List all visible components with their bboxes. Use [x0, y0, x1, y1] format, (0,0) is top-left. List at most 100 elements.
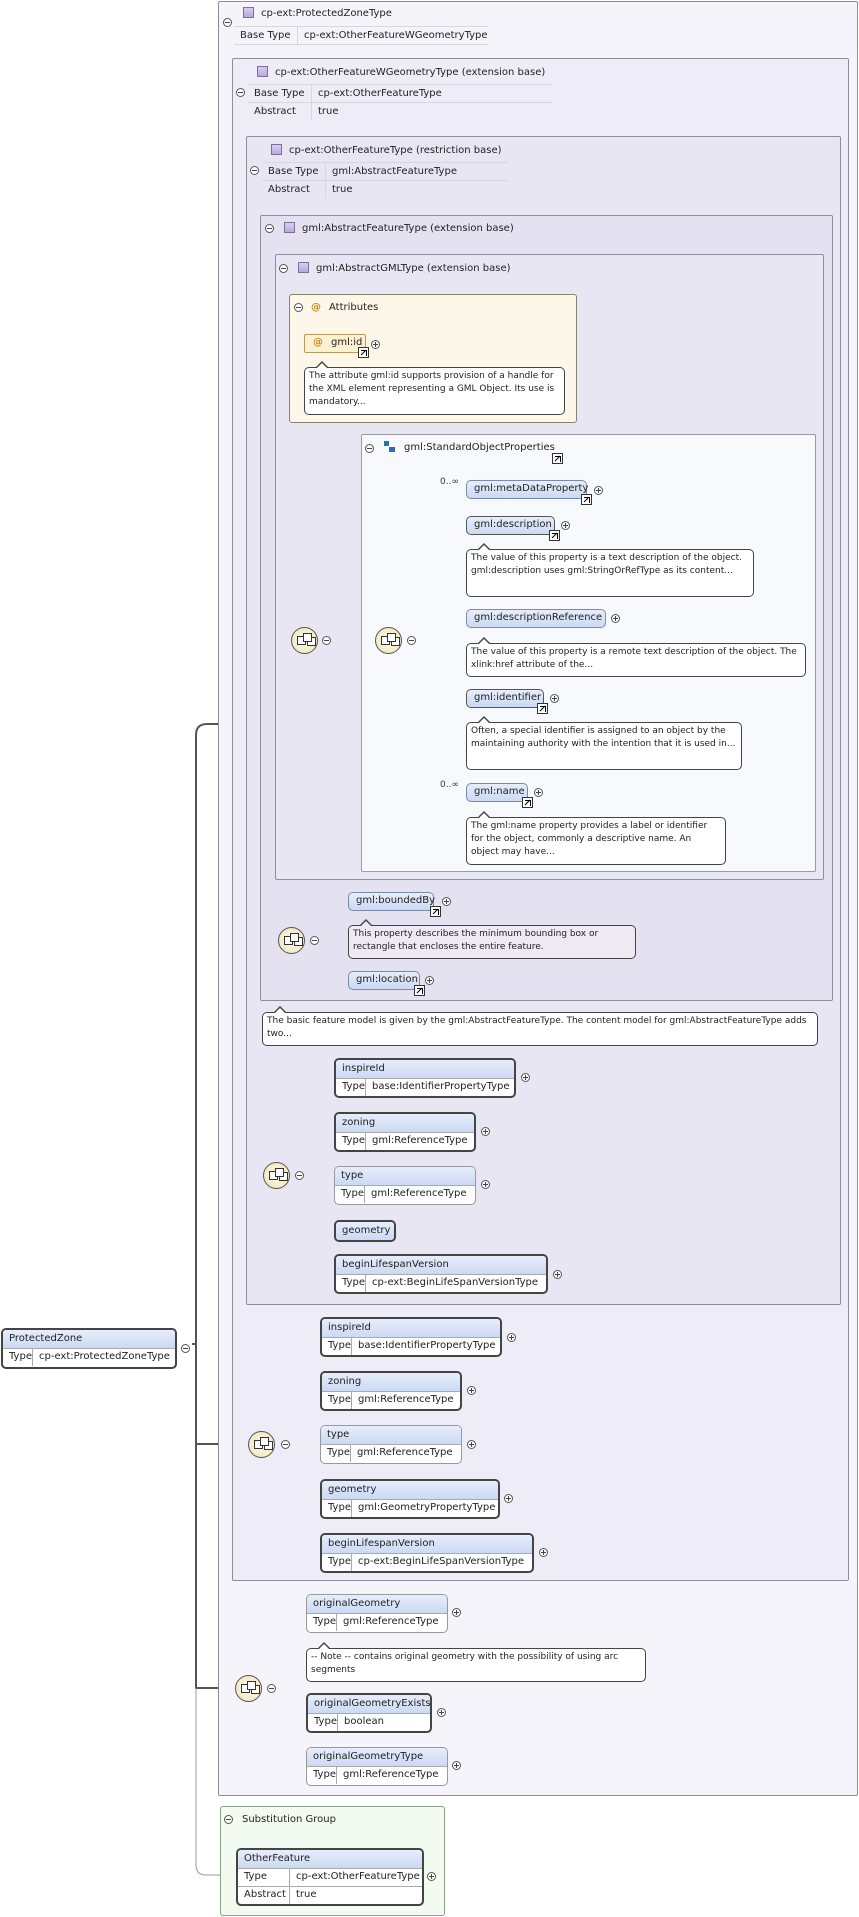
attributes-collapse-toggle[interactable] [294, 303, 303, 312]
restriction-beginlifespan-name: beginLifespanVersion [336, 1256, 546, 1274]
ext2-title: cp-ext:OtherFeatureType (restriction bas… [271, 144, 502, 158]
ext1-base-value: cp-ext:OtherFeatureType [318, 88, 442, 99]
element-gml-identifier[interactable]: gml:identifier [466, 689, 544, 708]
name-expand-icon[interactable] [534, 788, 543, 797]
substitution-group-title: Substitution Group [242, 1814, 336, 1825]
originalgeometrytype-expand-icon[interactable] [452, 1761, 461, 1770]
metadata-cardinality: 0..∞ [440, 477, 459, 487]
boundedby-expand-icon[interactable] [442, 897, 451, 906]
root-collapse-toggle[interactable] [181, 1344, 190, 1353]
ext1-zoning-type-value: gml:ReferenceType [358, 1394, 454, 1405]
restriction-beginlifespan-expand-icon[interactable] [553, 1270, 562, 1279]
restriction-element-geometry[interactable]: geometry [334, 1220, 396, 1242]
ext1-inspireid-expand-icon[interactable] [507, 1333, 516, 1342]
root-type-value: cp-ext:ProtectedZoneType [39, 1351, 170, 1362]
ext3-sequence-collapse-toggle[interactable] [310, 936, 319, 945]
name-cardinality: 0..∞ [440, 780, 459, 790]
ext4-title: gml:AbstractGMLType (extension base) [298, 262, 511, 276]
description-ref-icon[interactable] [549, 530, 560, 541]
complex-type-base-value: cp-ext:OtherFeatureWGeometryType [304, 30, 488, 41]
ext2-base-key: Base Type [262, 163, 326, 180]
metadataproperty-expand-icon[interactable] [594, 486, 603, 495]
location-expand-icon[interactable] [425, 976, 434, 985]
ext4-collapse-toggle[interactable] [279, 264, 288, 273]
own-sequence-collapse-toggle[interactable] [267, 1684, 276, 1693]
ext2-sequence-icon [263, 1162, 290, 1189]
attribute-at-icon: @ [313, 337, 323, 348]
restriction-inspireid-expand-icon[interactable] [521, 1073, 530, 1082]
attribute-gml-id-ref-icon[interactable] [358, 347, 369, 358]
ext1-title: cp-ext:OtherFeatureWGeometryType (extens… [257, 66, 545, 80]
ext1-zoning-expand-icon[interactable] [467, 1386, 476, 1395]
metadataproperty-ref-icon[interactable] [581, 494, 592, 505]
ext1-beginlifespan-type-key: Type [322, 1554, 352, 1571]
attributes-at-icon: @ [311, 302, 321, 313]
identifier-ref-icon[interactable] [537, 703, 548, 714]
ext4-sequence-collapse-toggle[interactable] [322, 636, 331, 645]
ext1-geometry-type-key: Type [322, 1500, 352, 1517]
description-expand-icon[interactable] [561, 521, 570, 530]
element-gml-name[interactable]: gml:name [466, 783, 528, 802]
restriction-type-expand-icon[interactable] [481, 1180, 490, 1189]
restriction-beginlifespan-type-key: Type [336, 1275, 366, 1292]
ext1-icon [257, 66, 268, 77]
ext2-collapse-toggle[interactable] [250, 166, 259, 175]
substitution-type-key: Type [238, 1869, 290, 1886]
substitution-type-value: cp-ext:OtherFeatureType [296, 1871, 420, 1882]
complex-type-base-key: Base Type [234, 27, 298, 44]
ext1-geometry-expand-icon[interactable] [504, 1494, 513, 1503]
boundedby-ref-icon[interactable] [430, 906, 441, 917]
originalgeometry-expand-icon[interactable] [452, 1608, 461, 1617]
ext1-type-expand-icon[interactable] [467, 1440, 476, 1449]
complex-type-collapse-toggle[interactable] [223, 18, 232, 27]
restriction-inspireid-name: inspireId [336, 1060, 514, 1078]
description-note: The value of this property is a text des… [466, 543, 754, 597]
identifier-expand-icon[interactable] [550, 694, 559, 703]
ext3-collapse-toggle[interactable] [265, 224, 274, 233]
ext1-collapse-toggle[interactable] [236, 88, 245, 97]
std-props-sequence-collapse-toggle[interactable] [407, 636, 416, 645]
element-gml-descriptionreference[interactable]: gml:descriptionReference [466, 609, 606, 628]
descriptionreference-expand-icon[interactable] [611, 614, 620, 623]
ext1-inspireid-type-key: Type [322, 1338, 352, 1355]
attribute-gml-id[interactable]: @gml:id [304, 334, 366, 353]
name-ref-icon[interactable] [522, 797, 533, 808]
originalgeometryexists-type-value: boolean [344, 1716, 384, 1727]
element-gml-boundedby[interactable]: gml:boundedBy [348, 892, 435, 911]
restriction-zoning-name: zoning [336, 1114, 474, 1132]
std-props-collapse-toggle[interactable] [365, 444, 374, 453]
attribute-gml-id-expand-icon[interactable] [371, 340, 380, 349]
substitution-group-collapse-toggle[interactable] [224, 1815, 233, 1824]
ext3-title: gml:AbstractFeatureType (extension base) [284, 222, 514, 236]
element-gml-location[interactable]: gml:location [348, 971, 420, 990]
restriction-zoning-expand-icon[interactable] [481, 1127, 490, 1136]
ext2-sequence-collapse-toggle[interactable] [295, 1171, 304, 1180]
ext1-beginlifespan-expand-icon[interactable] [539, 1548, 548, 1557]
substitution-abstract-key: Abstract [238, 1887, 290, 1904]
std-props-ref-icon[interactable] [552, 453, 563, 464]
element-gml-description[interactable]: gml:description [466, 516, 555, 535]
ext2-abstract-value: true [332, 184, 353, 195]
location-ref-icon[interactable] [414, 985, 425, 996]
ext1-zoning-type-key: Type [322, 1392, 352, 1409]
ext1-sequence-collapse-toggle[interactable] [281, 1440, 290, 1449]
root-type-key: Type [3, 1349, 33, 1366]
substitution-element-expand-icon[interactable] [427, 1872, 436, 1881]
originalgeometryexists-expand-icon[interactable] [437, 1708, 446, 1717]
element-gml-metadataproperty[interactable]: gml:metaDataProperty [466, 480, 588, 499]
